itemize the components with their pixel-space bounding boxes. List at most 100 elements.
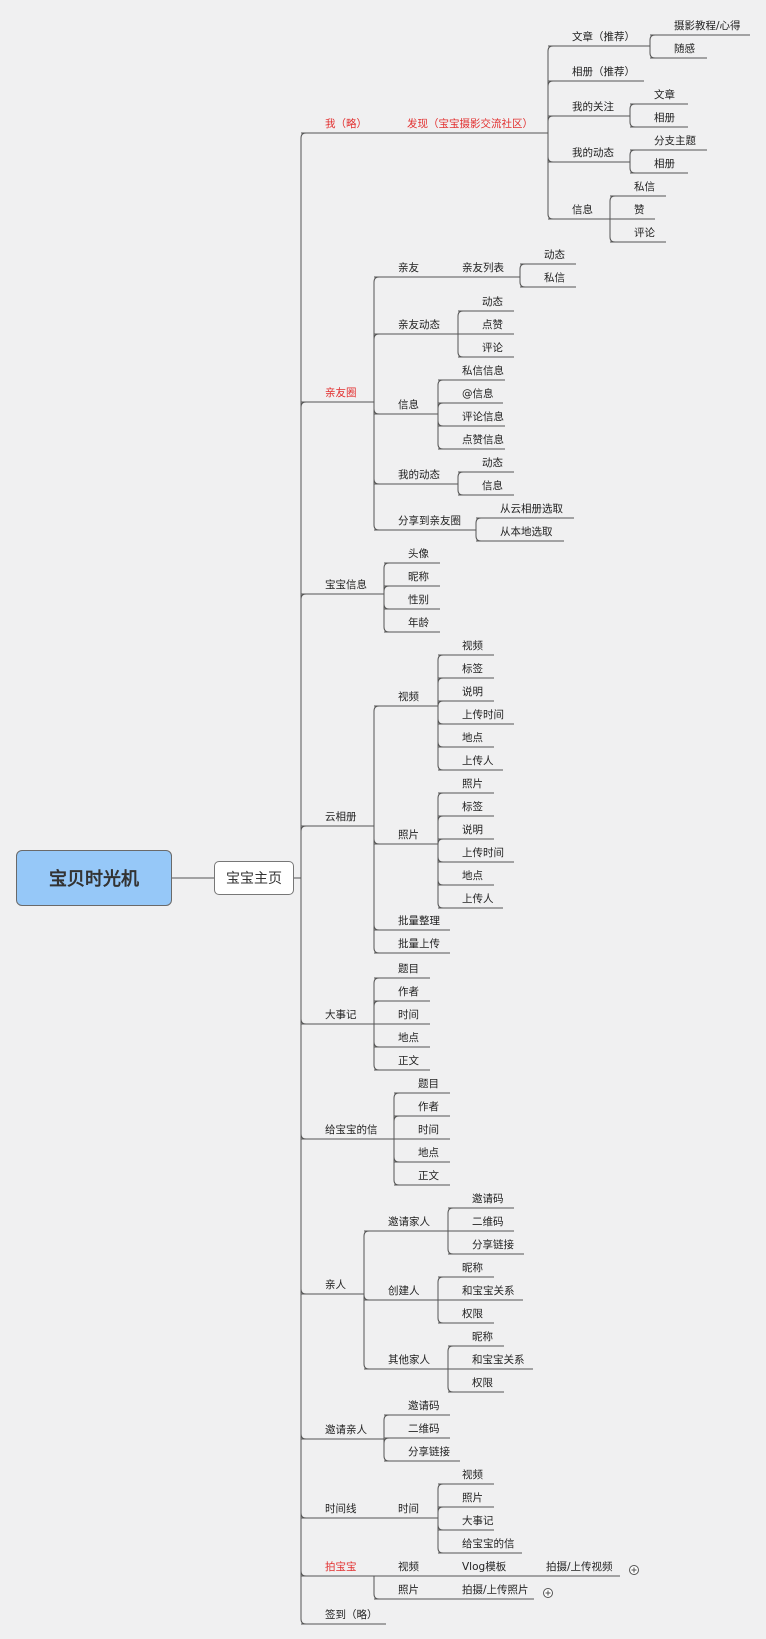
topic-branch-topic[interactable]: 分支主题 bbox=[654, 135, 696, 147]
topic-messages[interactable]: 信息 bbox=[572, 204, 593, 216]
topic-fl-dynamic[interactable]: 动态 bbox=[544, 249, 565, 261]
topic-shoot-baby[interactable]: 拍宝宝 bbox=[325, 1561, 357, 1573]
topic-m-title[interactable]: 题目 bbox=[398, 963, 419, 975]
topic-from-cloud[interactable]: 从云相册选取 bbox=[500, 503, 563, 515]
topic-letter[interactable]: 给宝宝的信 bbox=[325, 1124, 378, 1136]
topic-timeline[interactable]: 时间线 bbox=[325, 1503, 357, 1515]
topic-video[interactable]: 视频 bbox=[398, 691, 419, 703]
topic-l-time[interactable]: 时间 bbox=[418, 1124, 439, 1136]
topic-sb-video[interactable]: 视频 bbox=[398, 1561, 419, 1573]
topic-c-nick[interactable]: 昵称 bbox=[462, 1262, 483, 1274]
topic-follow-article[interactable]: 文章 bbox=[654, 89, 675, 101]
topic-like-info[interactable]: 点赞信息 bbox=[462, 434, 504, 446]
topic-friends[interactable]: 亲友 bbox=[398, 262, 419, 274]
topic-if-code[interactable]: 邀请码 bbox=[472, 1193, 504, 1205]
root-topic[interactable]: 宝贝时光机 bbox=[16, 850, 172, 906]
topic-dyn-album[interactable]: 相册 bbox=[654, 158, 675, 170]
topic-md-info[interactable]: 信息 bbox=[482, 480, 503, 492]
topic-essay[interactable]: 随感 bbox=[674, 43, 695, 55]
topic-article-rec[interactable]: 文章（推荐） bbox=[572, 31, 635, 43]
topic-fc-my-dynamic[interactable]: 我的动态 bbox=[398, 469, 440, 481]
topic-creator[interactable]: 创建人 bbox=[388, 1285, 420, 1297]
topic-ir-code[interactable]: 邀请码 bbox=[408, 1400, 440, 1412]
topic-p-desc[interactable]: 说明 bbox=[462, 824, 483, 836]
topic-if-qr[interactable]: 二维码 bbox=[472, 1216, 504, 1228]
topic-share-circle[interactable]: 分享到亲友圈 bbox=[398, 515, 461, 527]
topic-comment[interactable]: 评论 bbox=[634, 227, 655, 239]
topic-p-tag[interactable]: 标签 bbox=[462, 801, 483, 813]
topic-nickname[interactable]: 昵称 bbox=[408, 571, 429, 583]
topic-comment-info[interactable]: 评论信息 bbox=[462, 411, 504, 423]
topic-v-video[interactable]: 视频 bbox=[462, 640, 483, 652]
topic-l-author[interactable]: 作者 bbox=[418, 1101, 439, 1113]
expand-plus-icon[interactable] bbox=[543, 1588, 553, 1598]
topic-v-tag[interactable]: 标签 bbox=[462, 663, 483, 675]
topic-tl-letter[interactable]: 给宝宝的信 bbox=[462, 1538, 515, 1550]
topic-v-uploader[interactable]: 上传人 bbox=[462, 755, 494, 767]
topic-m-place[interactable]: 地点 bbox=[398, 1032, 419, 1044]
topic-o-nick[interactable]: 昵称 bbox=[472, 1331, 493, 1343]
topic-discover[interactable]: 发现（宝宝摄影交流社区） bbox=[407, 118, 533, 130]
topic-l-place[interactable]: 地点 bbox=[418, 1147, 439, 1159]
topic-fd-dynamic[interactable]: 动态 bbox=[482, 296, 503, 308]
topic-ir-link[interactable]: 分享链接 bbox=[408, 1446, 450, 1458]
topic-milestones[interactable]: 大事记 bbox=[325, 1009, 357, 1021]
topic-invite-relatives[interactable]: 邀请亲人 bbox=[325, 1424, 367, 1436]
expand-plus-icon[interactable] bbox=[629, 1565, 639, 1575]
topic-friend-list[interactable]: 亲友列表 bbox=[462, 262, 504, 274]
topic-private-info[interactable]: 私信信息 bbox=[462, 365, 504, 377]
topic-md-dynamic[interactable]: 动态 bbox=[482, 457, 503, 469]
topic-follow-album[interactable]: 相册 bbox=[654, 112, 675, 124]
topic-friend-dynamic[interactable]: 亲友动态 bbox=[398, 319, 440, 331]
topic-avatar[interactable]: 头像 bbox=[408, 548, 429, 560]
topic-p-uploader[interactable]: 上传人 bbox=[462, 893, 494, 905]
topic-m-time[interactable]: 时间 bbox=[398, 1009, 419, 1021]
topic-at-info[interactable]: @信息 bbox=[462, 388, 494, 400]
topic-my-follow[interactable]: 我的关注 bbox=[572, 101, 614, 113]
topic-l-title[interactable]: 题目 bbox=[418, 1078, 439, 1090]
topic-vlog-template[interactable]: Vlog模板 bbox=[462, 1561, 507, 1573]
topic-photo[interactable]: 照片 bbox=[398, 829, 419, 841]
topic-if-link[interactable]: 分享链接 bbox=[472, 1239, 514, 1251]
topic-p-place[interactable]: 地点 bbox=[462, 870, 483, 882]
topic-c-perm[interactable]: 权限 bbox=[462, 1308, 483, 1320]
topic-photo-tutorial[interactable]: 摄影教程/心得 bbox=[674, 20, 741, 32]
topic-my-dynamic[interactable]: 我的动态 bbox=[572, 147, 614, 159]
topic-v-time[interactable]: 上传时间 bbox=[462, 709, 504, 721]
topic-friends-circle[interactable]: 亲友圈 bbox=[325, 387, 357, 399]
topic-tl-video[interactable]: 视频 bbox=[462, 1469, 483, 1481]
topic-o-rel[interactable]: 和宝宝关系 bbox=[472, 1354, 525, 1366]
topic-c-rel[interactable]: 和宝宝关系 bbox=[462, 1285, 515, 1297]
topic-fc-info[interactable]: 信息 bbox=[398, 399, 419, 411]
topic-m-author[interactable]: 作者 bbox=[398, 986, 419, 998]
topic-v-place[interactable]: 地点 bbox=[462, 732, 483, 744]
topic-ir-qr[interactable]: 二维码 bbox=[408, 1423, 440, 1435]
topic-other-family[interactable]: 其他家人 bbox=[388, 1354, 430, 1366]
topic-batch-organize[interactable]: 批量整理 bbox=[398, 915, 440, 927]
topic-baby-info[interactable]: 宝宝信息 bbox=[325, 579, 367, 591]
topic-l-body[interactable]: 正文 bbox=[418, 1170, 439, 1182]
topic-album-rec[interactable]: 相册（推荐） bbox=[572, 66, 635, 78]
topic-age[interactable]: 年龄 bbox=[408, 617, 429, 629]
topic-fl-private[interactable]: 私信 bbox=[544, 272, 565, 284]
topic-like[interactable]: 赞 bbox=[634, 204, 645, 216]
topic-p-photo[interactable]: 照片 bbox=[462, 778, 483, 790]
topic-cloud-album[interactable]: 云相册 bbox=[325, 811, 357, 823]
topic-shoot-upload-photo[interactable]: 拍摄/上传照片 bbox=[462, 1584, 529, 1596]
topic-shoot-upload-video[interactable]: 拍摄/上传视频 bbox=[546, 1561, 613, 1573]
topic-tl-time[interactable]: 时间 bbox=[398, 1503, 419, 1515]
topic-tl-photo[interactable]: 照片 bbox=[462, 1492, 483, 1504]
topic-private-msg[interactable]: 私信 bbox=[634, 181, 655, 193]
topic-m-body[interactable]: 正文 bbox=[398, 1055, 419, 1067]
topic-p-time[interactable]: 上传时间 bbox=[462, 847, 504, 859]
main-topic[interactable]: 宝宝主页 bbox=[214, 861, 294, 895]
topic-family[interactable]: 亲人 bbox=[325, 1279, 346, 1291]
topic-checkin[interactable]: 签到（略） bbox=[325, 1609, 378, 1621]
topic-from-local[interactable]: 从本地选取 bbox=[500, 526, 553, 538]
topic-fd-like[interactable]: 点赞 bbox=[482, 319, 503, 331]
topic-gender[interactable]: 性别 bbox=[408, 594, 429, 606]
topic-sb-photo[interactable]: 照片 bbox=[398, 1584, 419, 1596]
topic-fd-comment[interactable]: 评论 bbox=[482, 342, 503, 354]
topic-v-desc[interactable]: 说明 bbox=[462, 686, 483, 698]
topic-tl-milestone[interactable]: 大事记 bbox=[462, 1515, 494, 1527]
